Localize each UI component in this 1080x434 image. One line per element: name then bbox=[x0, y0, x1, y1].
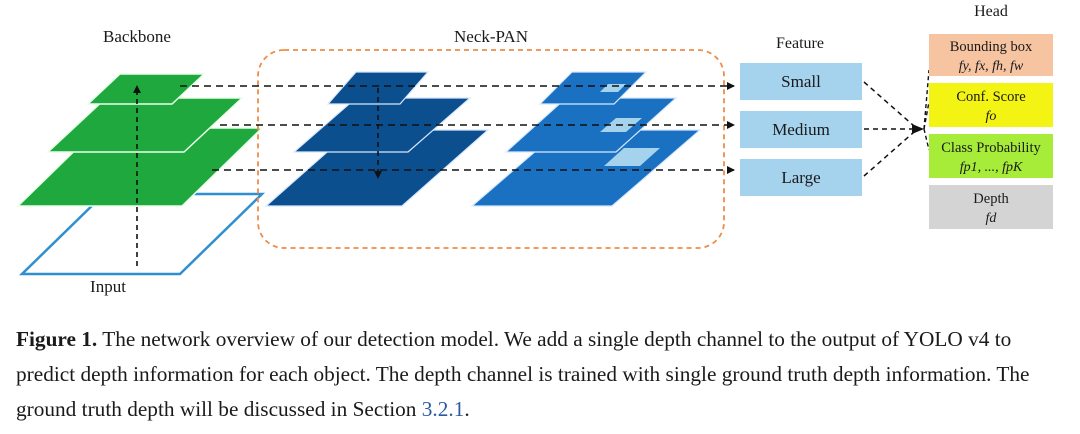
input-label: Input bbox=[90, 277, 126, 296]
head-depth-title: Depth bbox=[973, 191, 1009, 207]
head-depth bbox=[929, 185, 1053, 229]
feature-large-label: Large bbox=[781, 168, 820, 187]
converge-line-large bbox=[863, 131, 915, 177]
converge-line-small bbox=[863, 81, 915, 127]
backbone-plane-medium bbox=[46, 97, 244, 153]
head-conf-score-title: Conf. Score bbox=[956, 89, 1025, 105]
head-class-probability-title: Class Probability bbox=[941, 140, 1041, 156]
caption-end: . bbox=[464, 397, 470, 421]
head-bounding-box bbox=[929, 34, 1053, 76]
head-class-probability-formula: fp1, ..., fpK bbox=[960, 160, 1023, 175]
neck-bu-plane-small bbox=[538, 71, 648, 105]
feature-small-box bbox=[740, 63, 862, 100]
head-link-third bbox=[923, 128, 930, 151]
feature-medium-label: Medium bbox=[772, 120, 830, 139]
converge-arrowhead bbox=[912, 124, 924, 134]
head-bounding-box-formula: fy, fx, fh, fw bbox=[959, 59, 1024, 74]
section-reference-link[interactable]: 3.2.1 bbox=[421, 397, 465, 421]
neck-bu-plane-medium bbox=[504, 97, 678, 153]
neck-pan-border bbox=[257, 49, 725, 249]
head-class-probability bbox=[929, 134, 1053, 178]
backbone-plane-small bbox=[86, 73, 206, 105]
figure-caption: Figure 1. The network overview of our de… bbox=[16, 322, 1072, 427]
input-plane bbox=[18, 192, 266, 276]
head-title: Head bbox=[974, 3, 1008, 20]
head-link-top bbox=[923, 69, 930, 130]
feature-large-box bbox=[740, 159, 862, 196]
head-link-second bbox=[923, 101, 930, 130]
head-bounding-box-title: Bounding box bbox=[950, 39, 1033, 55]
caption-text: The network overview of our detection mo… bbox=[16, 327, 1030, 421]
neck-td-plane-large bbox=[264, 129, 490, 207]
neck-label: Neck-PAN bbox=[454, 27, 528, 46]
feature-medium-box bbox=[740, 111, 862, 148]
backbone-label: Backbone bbox=[103, 27, 171, 46]
head-conf-score bbox=[929, 83, 1053, 127]
caption-label: Figure 1. bbox=[16, 327, 98, 351]
feature-title: Feature bbox=[776, 35, 824, 52]
head-conf-score-formula: fo bbox=[986, 109, 997, 124]
highlight-large bbox=[604, 148, 660, 166]
network-diagram: Backbone Input Neck-PAN Feature Small Me… bbox=[16, 3, 1053, 296]
head-depth-formula: fd bbox=[986, 211, 998, 226]
feature-small-label: Small bbox=[781, 72, 821, 91]
